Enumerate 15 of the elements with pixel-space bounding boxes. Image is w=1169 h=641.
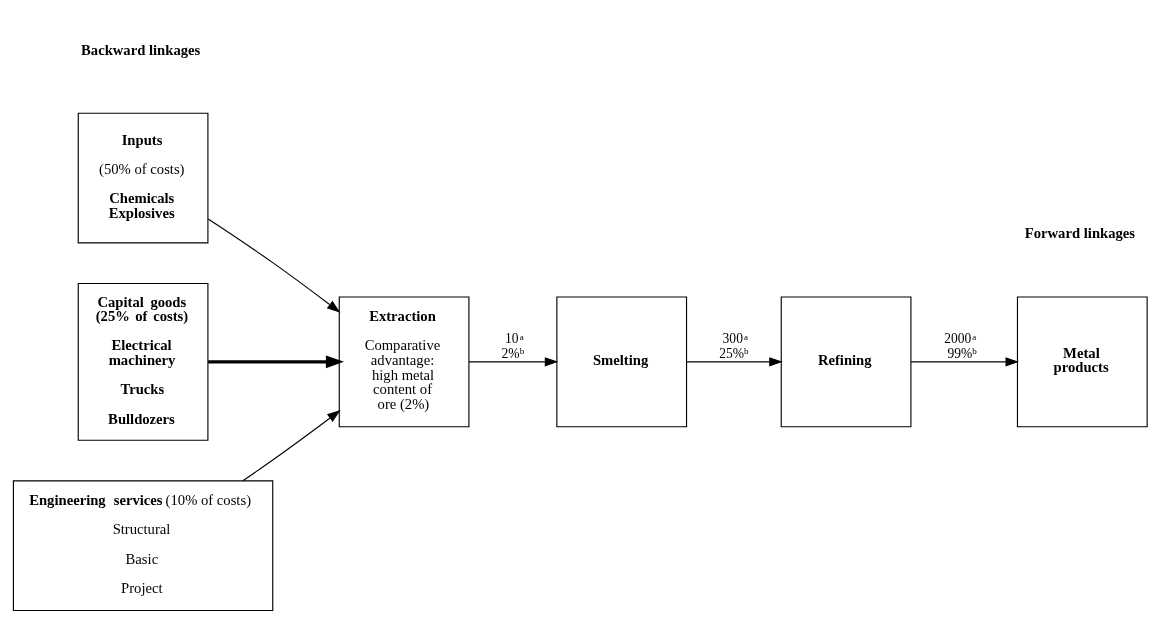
arrow [686,356,783,367]
arrow [208,355,344,368]
node-box: Engineering services (10% of costs) Structural Basic Project [12,479,274,611]
label: Backward linkages [81,41,201,58]
node-box: Extraction Comparative advantage: high metal content of ore (2%) [338,295,470,427]
arrow [242,409,341,481]
node-box: Inputs (50% of costs) Chemicals Explosives [77,112,209,243]
node-box: Smelting [556,295,688,427]
node-box: Capital goods (25% of costs) Electrical machinery Trucks Bulldozers [77,282,209,441]
label: Forward linkages [1024,224,1136,241]
arrow [910,356,1020,367]
arrow [468,356,559,367]
arrow [207,217,341,313]
node-box: Metal products [1016,295,1148,427]
node-box: Refining [780,295,912,427]
